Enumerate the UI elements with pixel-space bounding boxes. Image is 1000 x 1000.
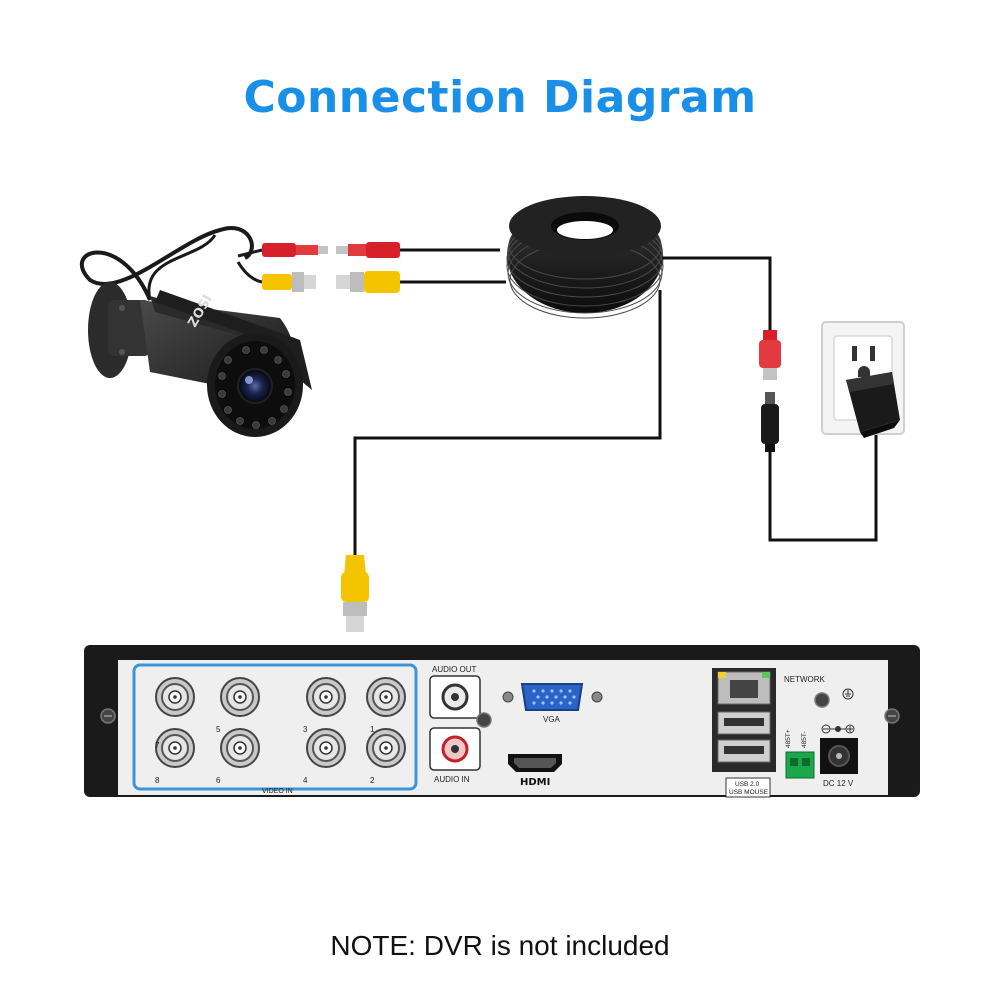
- camera-power-connector: [262, 243, 328, 257]
- power-cable: [662, 256, 772, 330]
- bnc-video-port-7: [155, 677, 195, 717]
- diagram-title: Connection Diagram: [243, 72, 757, 123]
- video-in-highlight: [132, 663, 418, 791]
- bnc-video-port-2: [366, 728, 406, 768]
- camera-bnc-connector: [262, 272, 316, 292]
- bnc-video-port-1: [366, 677, 406, 717]
- bnc-video-port-5: [220, 677, 260, 717]
- vga-port: [520, 683, 584, 711]
- ground-screw: [814, 692, 830, 708]
- extension-power-connector: [336, 242, 500, 258]
- rs485-label-a: 485T+: [785, 729, 792, 748]
- power-adapter: [846, 372, 900, 438]
- hdmi-label: HDMI: [520, 777, 550, 788]
- power-female-connector: [759, 330, 781, 380]
- audio-in-label: AUDIO IN: [434, 775, 470, 784]
- dvr-bnc-connector: [341, 555, 369, 632]
- bullet-camera: ZOSI: [79, 226, 312, 437]
- channel-label-5: 5: [216, 725, 221, 734]
- extension-bnc-connector: [336, 271, 506, 293]
- rs485-label-b: 485T-: [801, 731, 808, 748]
- bnc-port-grid: [155, 677, 406, 768]
- vga-label: VGA: [543, 715, 561, 724]
- channel-label-2: 2: [370, 776, 375, 785]
- channel-label-8: 8: [155, 776, 160, 785]
- adapter-cable: [768, 420, 878, 542]
- video-in-label: VIDEO IN: [262, 788, 293, 795]
- polarity-icon: [821, 724, 855, 734]
- usb-label-line2: USB MOUSE: [729, 789, 769, 796]
- channel-label-1: 1: [370, 725, 375, 734]
- dvr-rear-panel: 7 5 3 1 8 6 4 2 VIDEO IN AUDIO OUT AUDIO…: [84, 645, 920, 798]
- usb-label-line1: USB 2.0: [735, 781, 760, 788]
- channel-label-7: 7: [155, 741, 160, 750]
- ground-icon: [842, 688, 854, 700]
- bnc-video-port-4: [306, 728, 346, 768]
- channel-label-4: 4: [303, 776, 308, 785]
- power-male-connector: [761, 392, 779, 452]
- bnc-video-port-6: [220, 728, 260, 768]
- camera-pigtail-cable: [79, 226, 254, 301]
- footer-note: NOTE: DVR is not included: [330, 930, 670, 961]
- dc-label: DC 12 V: [823, 779, 854, 788]
- audio-out-label: AUDIO OUT: [432, 665, 477, 674]
- video-cable: [353, 290, 662, 555]
- bnc-video-port-3: [306, 677, 346, 717]
- network-label: NETWORK: [784, 675, 826, 684]
- bnc-video-port-8: [155, 728, 195, 768]
- channel-label-3: 3: [303, 725, 308, 734]
- extension-cable-coil: [506, 196, 664, 319]
- channel-label-6: 6: [216, 776, 221, 785]
